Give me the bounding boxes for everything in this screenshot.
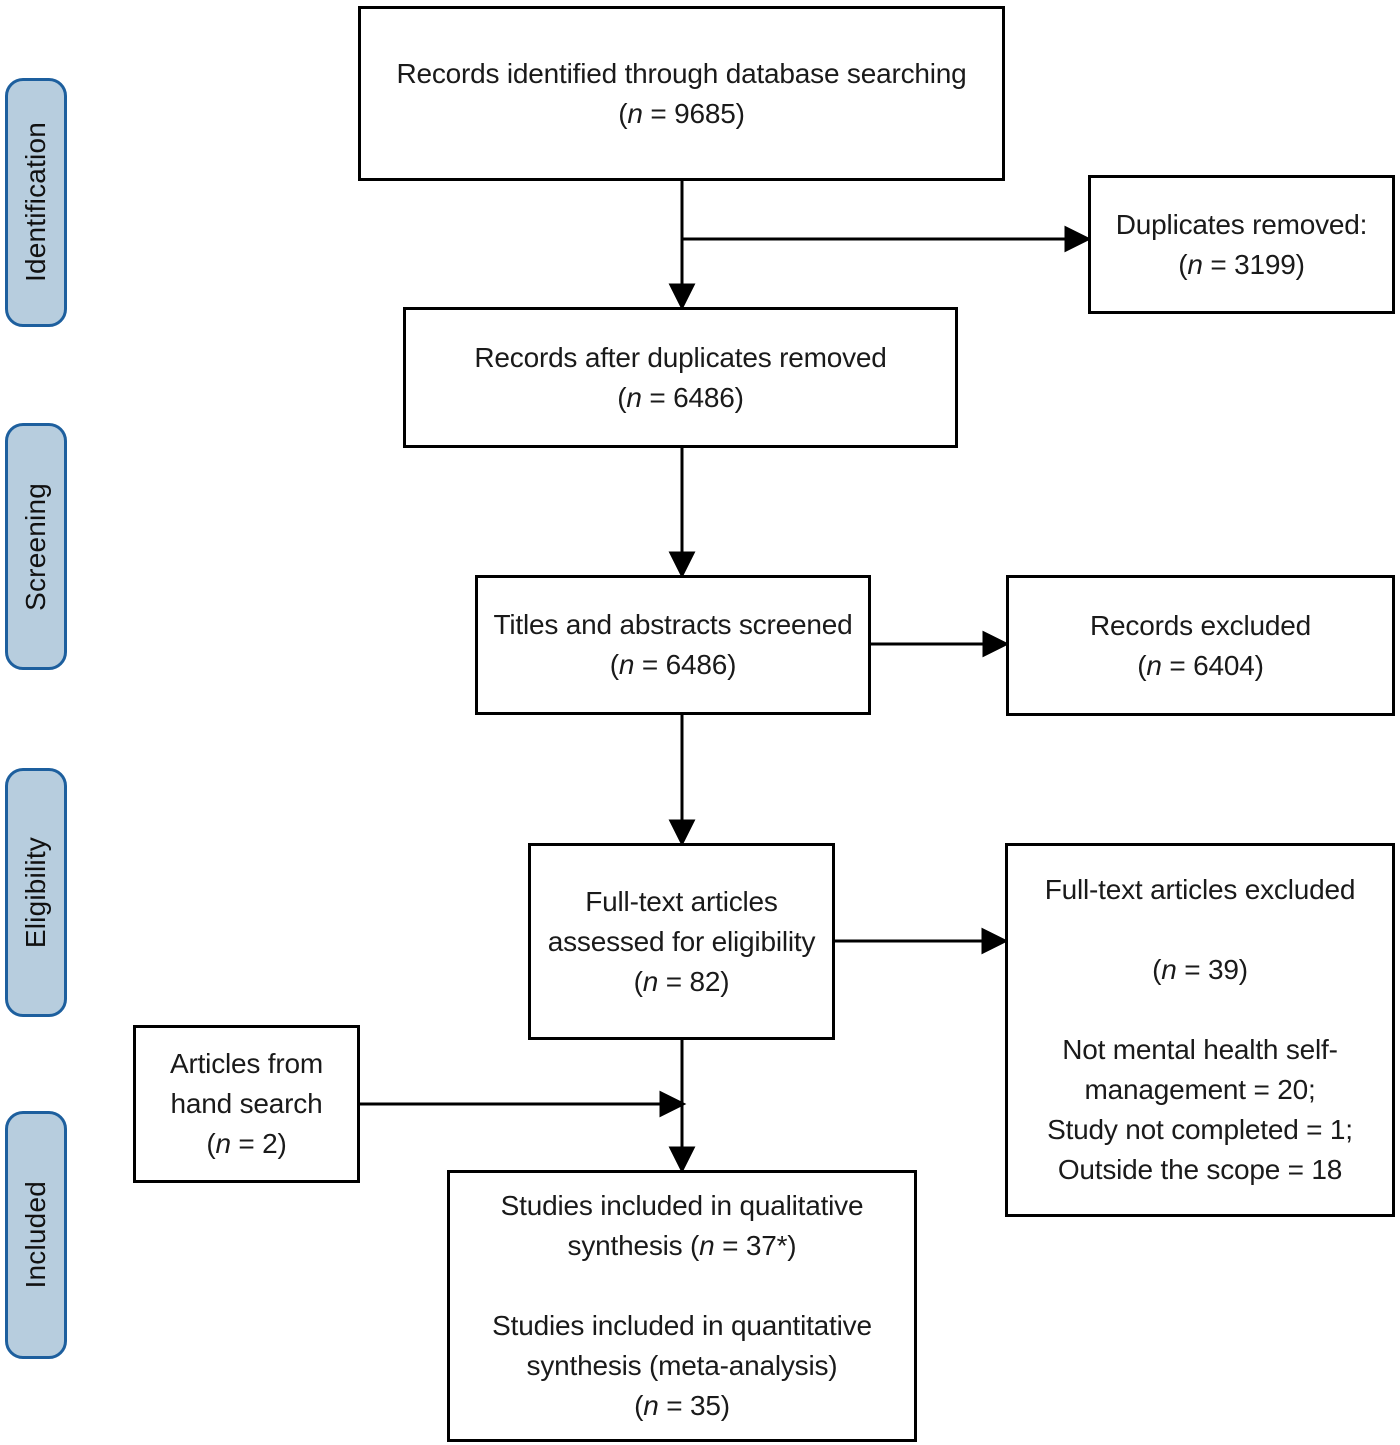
box-text-line: (n = 82) bbox=[633, 965, 730, 997]
box-text-line: Study not completed = 1; bbox=[1047, 1114, 1353, 1145]
box-text-line: management = 20; bbox=[1084, 1074, 1316, 1105]
box-text-line: (n = 9685) bbox=[618, 97, 745, 129]
box-text-line: (n = 6486) bbox=[617, 381, 744, 413]
box-text-line: (n = 2) bbox=[206, 1128, 287, 1159]
arrow-eligibility-to-included bbox=[668, 1040, 696, 1174]
box-duplicates-removed: Duplicates removed: (n = 3199) bbox=[1088, 175, 1395, 314]
box-text-line: (n = 6486) bbox=[609, 649, 737, 680]
arrow-screening-to-eligibility bbox=[668, 715, 696, 847]
stage-label-eligibility: Eligibility bbox=[5, 768, 67, 1017]
box-text-line: Duplicates removed: bbox=[1115, 208, 1368, 240]
arrow-eligibility-to-fulltext-excluded bbox=[835, 927, 1009, 955]
box-text-line: Studies included in qualitative bbox=[500, 1190, 864, 1221]
box-text-line: Full-text articles excluded bbox=[1044, 874, 1356, 905]
box-text-line: synthesis (n = 37*) bbox=[567, 1230, 797, 1261]
box-text-line: Records identified through database sear… bbox=[396, 57, 967, 89]
arrow-dedup-to-screening bbox=[668, 448, 696, 579]
box-hand-search: Articles from hand search (n = 2) bbox=[133, 1025, 360, 1183]
box-text-line: (n = 3199) bbox=[1178, 248, 1305, 280]
box-records-identified: Records identified through database sear… bbox=[358, 6, 1005, 181]
box-text-line: hand search bbox=[170, 1088, 323, 1119]
box-fulltext-excluded: Full-text articles excluded (n = 39) Not… bbox=[1005, 843, 1395, 1217]
stage-label-identification: Identification bbox=[5, 78, 67, 327]
stage-label-included: Included bbox=[5, 1111, 67, 1359]
box-studies-included: Studies included in qualitative synthesis… bbox=[447, 1170, 917, 1442]
box-text-line: Records excluded bbox=[1090, 609, 1311, 641]
box-titles-abstracts-screened: Titles and abstracts screened (n = 6486) bbox=[475, 575, 871, 715]
box-text-line: Records after duplicates removed bbox=[474, 341, 887, 373]
arrow-branch-duplicates-removed bbox=[682, 225, 1092, 253]
stage-label-eligibility-text: Eligibility bbox=[20, 836, 51, 949]
box-fulltext-assessed: Full-text articles assessed for eligibili… bbox=[528, 843, 835, 1040]
box-text-line: Not mental health self- bbox=[1062, 1034, 1338, 1065]
box-text-line: Titles and abstracts screened bbox=[493, 609, 853, 640]
box-text-line: Articles from bbox=[170, 1048, 323, 1079]
arrow-screening-to-records-excluded bbox=[871, 630, 1010, 658]
box-text-line: assessed for eligibility bbox=[547, 925, 816, 957]
box-text-line: synthesis (meta-analysis) bbox=[526, 1350, 838, 1381]
box-records-after-duplicates: Records after duplicates removed (n = 648… bbox=[403, 307, 958, 448]
arrow-identified-to-dedup bbox=[668, 181, 696, 311]
box-text-line: (n = 6404) bbox=[1137, 649, 1264, 681]
box-blank-line bbox=[1196, 910, 1204, 950]
box-blank-line bbox=[678, 1266, 686, 1306]
stage-label-identification-text: Identification bbox=[20, 122, 51, 283]
box-text-line: Outside the scope = 18 bbox=[1057, 1154, 1343, 1185]
box-records-excluded: Records excluded (n = 6404) bbox=[1006, 575, 1395, 716]
box-blank-line bbox=[1196, 990, 1204, 1030]
box-text-line: (n = 39) bbox=[1152, 954, 1248, 985]
box-text-line: Studies included in quantitative bbox=[492, 1310, 872, 1341]
box-text-line: (n = 35) bbox=[634, 1390, 730, 1421]
stage-label-included-text: Included bbox=[20, 1181, 51, 1289]
arrow-handsearch-to-flow bbox=[360, 1090, 687, 1118]
box-text-line: Full-text articles bbox=[585, 885, 778, 917]
stage-label-screening-text: Screening bbox=[20, 482, 51, 611]
stage-label-screening: Screening bbox=[5, 423, 67, 670]
